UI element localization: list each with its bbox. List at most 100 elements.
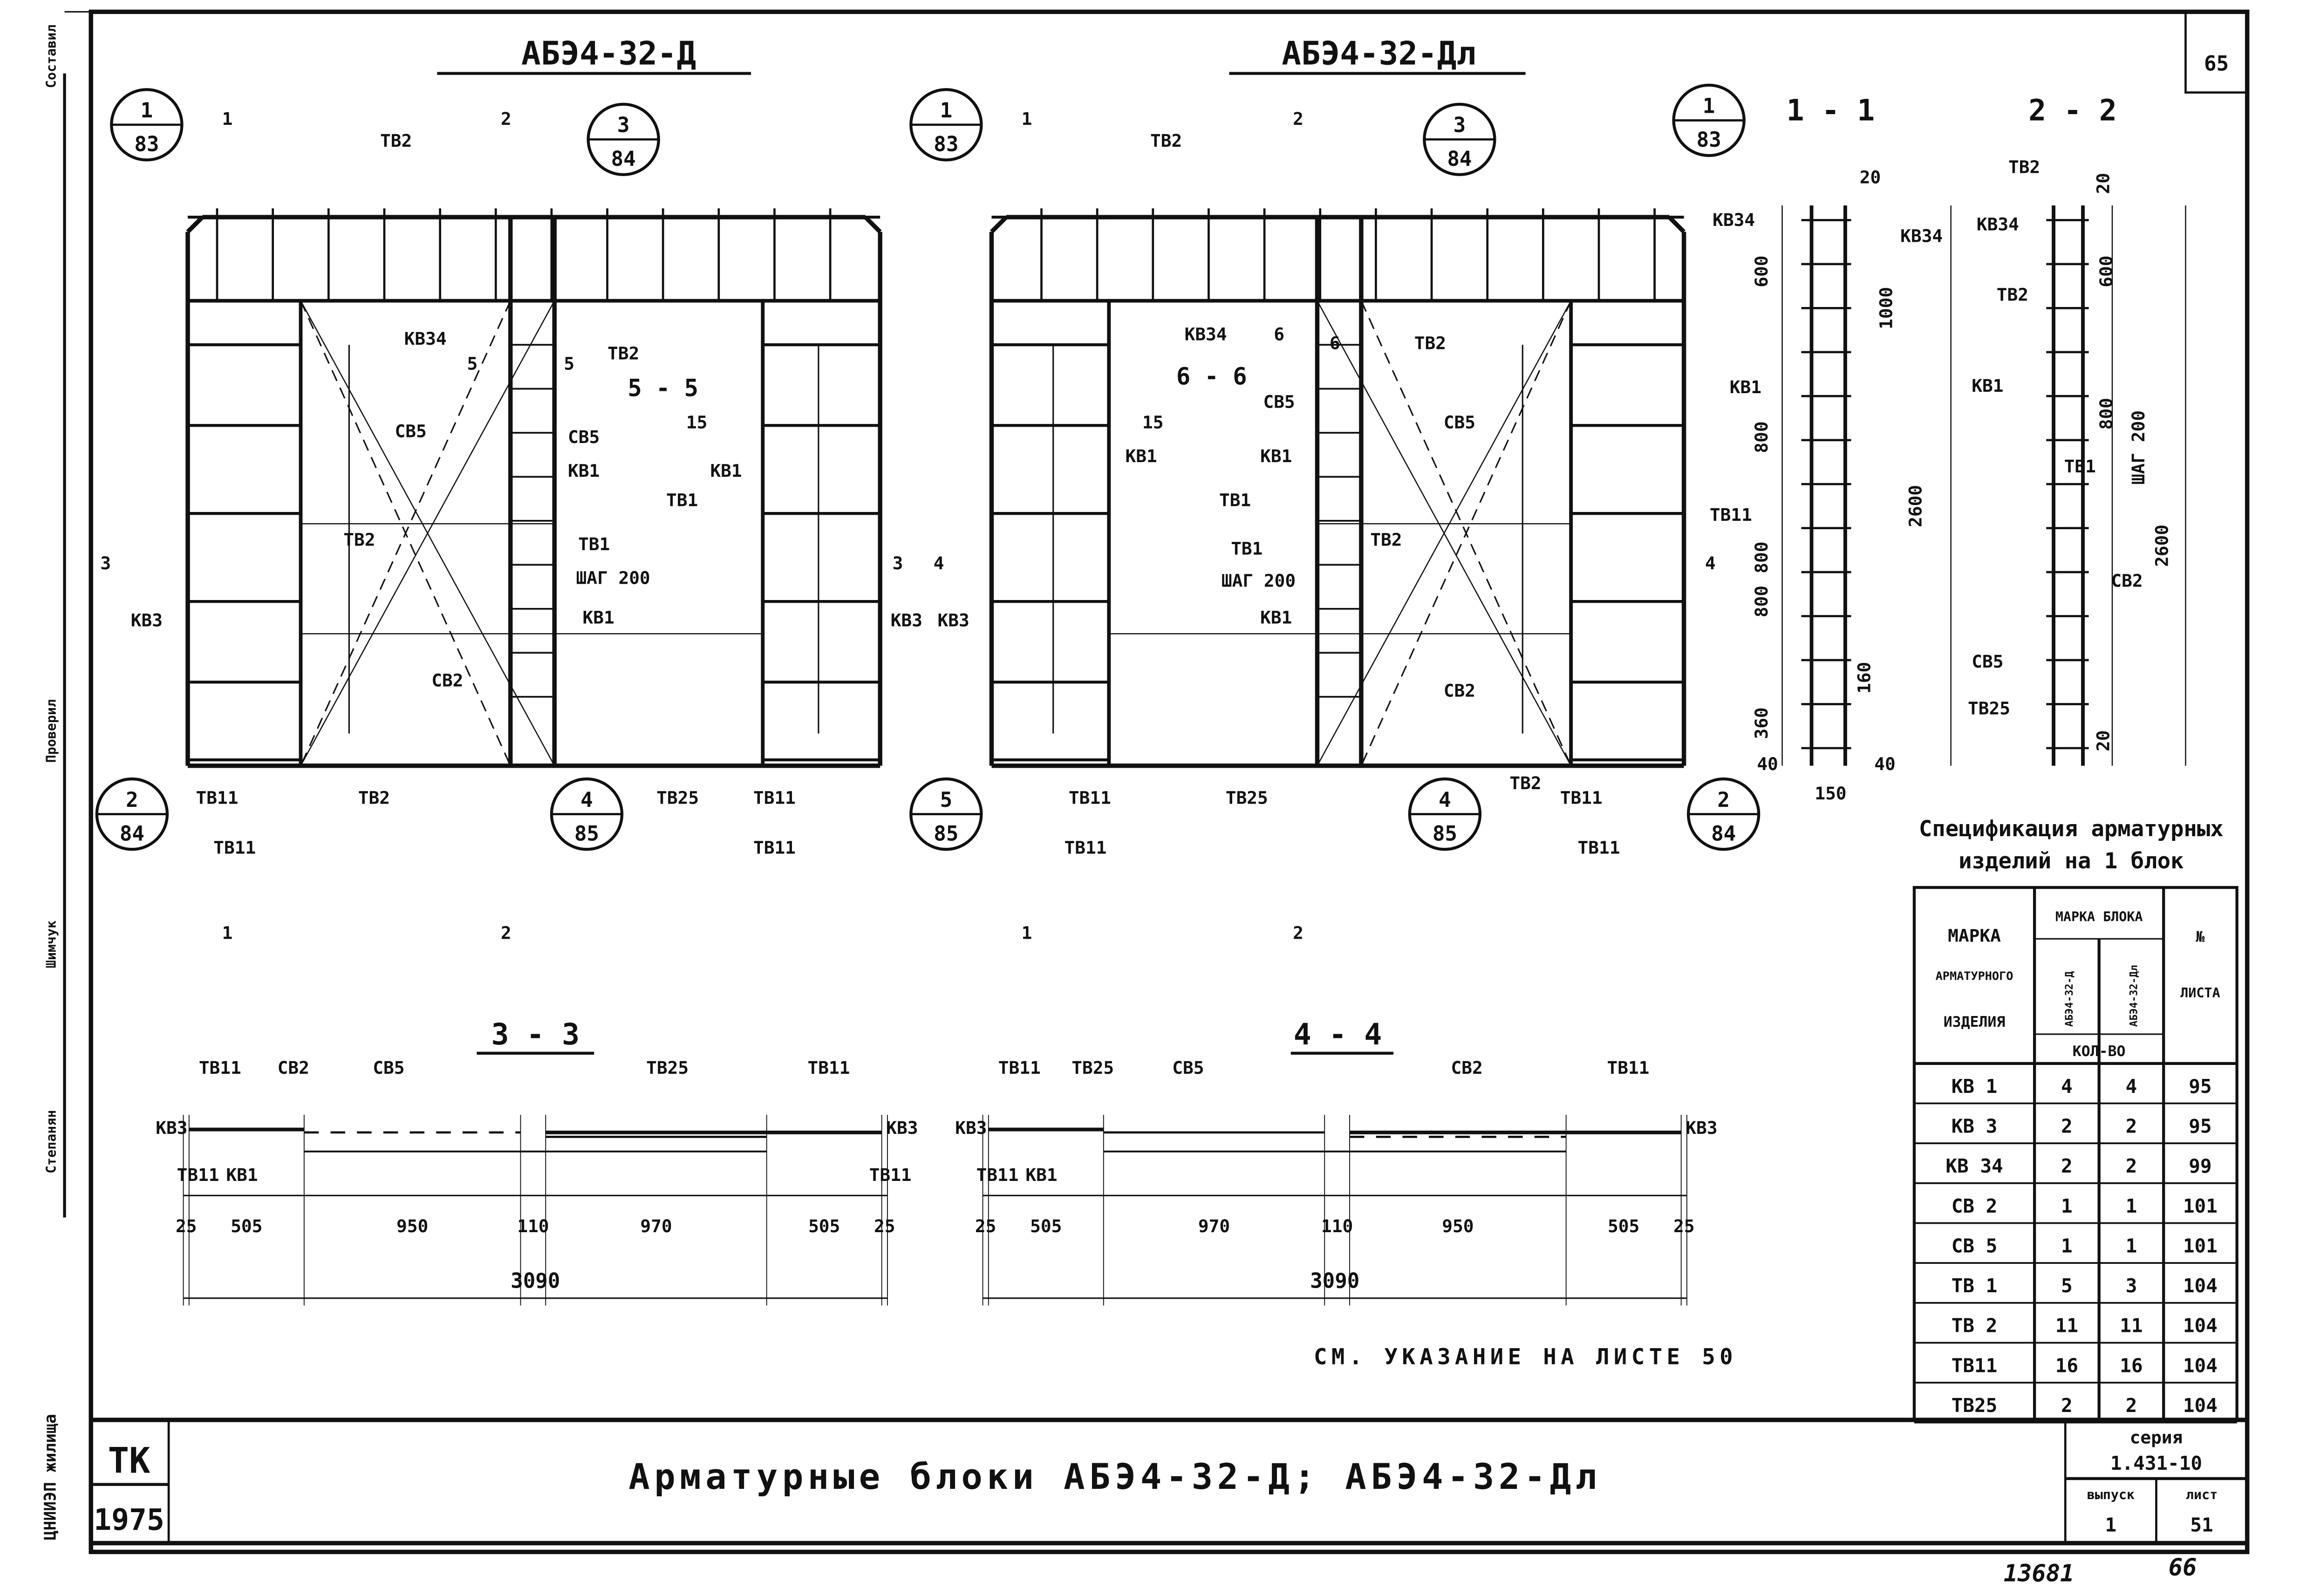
rebar-mark-label: ТВ2 xyxy=(2008,157,2040,177)
rebar-mark-label: 600 xyxy=(2096,256,2116,287)
dimension-total: 3090 xyxy=(511,1269,560,1293)
callout-detail: 1 xyxy=(141,99,153,123)
dimension-value: 950 xyxy=(396,1216,428,1236)
rebar-mark-label: ТВ11 xyxy=(213,838,256,858)
callout-detail: 2 xyxy=(1717,788,1730,812)
rebar-mark-label: ТВ11 xyxy=(1577,838,1620,858)
rebar-mark-label: КВ1 xyxy=(1125,446,1157,466)
rebar-mark-label: 1000 xyxy=(1876,287,1897,329)
plan-rebar-label: КВ3 xyxy=(156,1118,187,1138)
callout-sheet: 83 xyxy=(934,132,958,156)
plan-rebar-label: КВ3 xyxy=(955,1118,987,1138)
stamp-name-1: Степанян xyxy=(44,1110,59,1173)
qty-block-2: 3 xyxy=(2126,1275,2137,1297)
rebar-mark-label: ТВ1 xyxy=(666,490,698,510)
plan-rebar-label: СВ2 xyxy=(278,1057,309,1078)
qty-block-1: 2 xyxy=(2061,1394,2073,1417)
section-2-title: 2 - 2 xyxy=(2028,93,2117,127)
series-label: серия xyxy=(2130,1427,2183,1447)
callout-bubble: 183 xyxy=(1672,83,1746,157)
rebar-line xyxy=(186,215,204,233)
callout-detail: 1 xyxy=(1703,95,1715,118)
rebar-mark-label: ТВ25 xyxy=(656,788,699,808)
title-block: ТК 1975 Арматурные блоки АБЭ4-32-Д; АБЭ4… xyxy=(91,1420,2247,1543)
rebar-mark-label: СВ5 xyxy=(1263,391,1295,412)
rebar-mark-label: 5 xyxy=(467,354,478,374)
rebar-mark-label: ТВ2 xyxy=(607,343,639,364)
callout-detail: 4 xyxy=(1439,788,1451,812)
rebar-mark-label: 20 xyxy=(2093,173,2114,194)
drawing-title: Арматурные блоки АБЭ4-32-Д; АБЭ4-32-Дл xyxy=(628,1456,1601,1497)
callout-sheet: 83 xyxy=(1697,128,1721,152)
callout-bubble: 485 xyxy=(1408,777,1482,851)
plan-rebar-label: ТВ25 xyxy=(646,1057,689,1078)
dimension-value: 950 xyxy=(1442,1216,1474,1236)
rebar-mark-label: КВ1 xyxy=(1260,446,1292,466)
rebar-mark-label: КВ34 xyxy=(1185,324,1227,345)
plan-rebar-label: ТВ11 xyxy=(199,1057,241,1078)
rebar-mark-label: 1 xyxy=(1022,109,1032,129)
callout-sheet: 83 xyxy=(134,132,159,156)
dimension-value: 110 xyxy=(517,1216,549,1236)
callout-detail: 5 xyxy=(940,788,953,812)
dimension-value: 25 xyxy=(176,1216,197,1236)
stamp-compiled: Составил xyxy=(44,25,59,88)
rebar-mark-label: КВ34 xyxy=(1713,210,1755,230)
rebar-mark-label: ТВ11 xyxy=(1560,788,1603,808)
rebar-mark-label: ТВ1 xyxy=(1231,538,1263,559)
rebar-mark-label: ТВ1 xyxy=(578,534,610,554)
issue-label: выпуск xyxy=(2087,1487,2135,1502)
rebar-mark-label: КВ1 xyxy=(568,460,600,481)
qty-block-2: 11 xyxy=(2120,1315,2143,1337)
rebar-mark-label: ТВ11 xyxy=(753,788,796,808)
qty-block-1: 2 xyxy=(2061,1115,2073,1138)
sheet-ref: 101 xyxy=(2183,1235,2218,1257)
spec-header-block-1: АБЭ4-32-Д xyxy=(2064,971,2075,1027)
rebar-line xyxy=(990,215,1008,233)
callout-bubble: 585 xyxy=(909,777,983,851)
rebar-mark-label: 1 xyxy=(222,922,233,943)
rebar-mark-label: ТВ11 xyxy=(1069,788,1111,808)
rebar-mark-label: 600 xyxy=(1751,256,1772,287)
plan-rebar-label: ТВ11 xyxy=(976,1165,1019,1185)
rebar-mark-label: ТВ11 xyxy=(753,838,796,858)
dimension-value: 25 xyxy=(975,1216,996,1236)
spec-header-sheet: ЛИСТА xyxy=(2180,985,2220,1001)
dimension-value: 25 xyxy=(874,1216,895,1236)
rebar-mark-label: 4 xyxy=(934,553,944,573)
spec-mark: СВ 5 xyxy=(1952,1235,1998,1257)
rebar-mark-label: 6 xyxy=(1330,333,1340,354)
dimension-value: 505 xyxy=(231,1216,262,1236)
rebar-mark-label: КВ1 xyxy=(1260,607,1292,627)
view-title-left: АБЭ4-32-Д xyxy=(521,35,696,73)
plan-rebar-label: КВ3 xyxy=(886,1118,918,1138)
rebar-mark-label: ТВ25 xyxy=(1226,788,1268,808)
rebar-mark-label: 20 xyxy=(1860,167,1881,188)
rebar-mark-label: ТВ11 xyxy=(196,788,239,808)
rebar-mark-label: 800 xyxy=(1751,542,1772,573)
dimension-value: 25 xyxy=(1673,1216,1694,1236)
stamp-checked: Проверил xyxy=(44,699,59,763)
org-code: ТК xyxy=(108,1440,150,1481)
rebar-line xyxy=(1317,300,1572,766)
callout-sheet: 84 xyxy=(120,822,144,846)
sheet-ref: 104 xyxy=(2183,1394,2218,1417)
qty-block-2: 1 xyxy=(2126,1235,2137,1257)
qty-block-1: 5 xyxy=(2061,1275,2073,1297)
rebar-mark-label: СВ5 xyxy=(1972,651,2003,672)
rebar-mark-label: КВ1 xyxy=(583,607,614,627)
callout-sheet: 84 xyxy=(1711,822,1736,846)
rebar-line xyxy=(1360,300,1572,766)
qty-block-1: 4 xyxy=(2061,1075,2073,1098)
inventory-number: 13681 xyxy=(2004,1559,2075,1587)
dimension-value: 970 xyxy=(1198,1216,1230,1236)
rebar-mark-label: ШАГ 200 xyxy=(2128,410,2149,484)
side-stamp: ЦНИИЭП жилища Степанян Шимчук Проверил С… xyxy=(41,25,60,1541)
